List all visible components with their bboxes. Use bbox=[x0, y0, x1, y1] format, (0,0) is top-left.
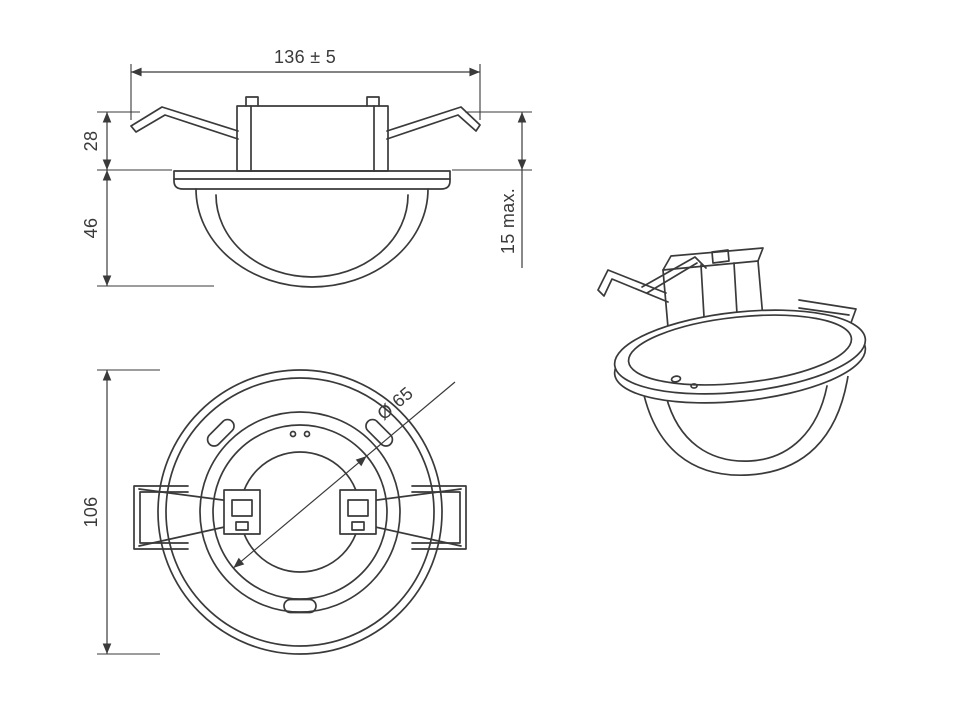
mounting-slot-upper-right bbox=[365, 418, 394, 447]
side-elevation-view: 136 ± 5 28 46 15 max. bbox=[81, 47, 532, 288]
right-latch bbox=[339, 489, 377, 535]
perspective-flange-inner-rim bbox=[627, 314, 853, 386]
housing-top-tabs bbox=[245, 96, 380, 107]
dim-lens-leader bbox=[366, 381, 456, 457]
left-spring-clip-plan bbox=[133, 485, 189, 550]
sensor-dome-outline bbox=[195, 188, 429, 288]
sensor-housing-body bbox=[236, 105, 389, 172]
flange-inner-rim-circle bbox=[165, 377, 435, 647]
perspective-indicator-left bbox=[670, 375, 682, 383]
mounting-flange bbox=[173, 170, 451, 190]
mounting-slot-upper-left bbox=[206, 418, 235, 447]
perspective-top-tab bbox=[711, 249, 730, 264]
dim-ceiling-thickness-label: 15 max. bbox=[498, 188, 518, 254]
perspective-indicator-right bbox=[690, 383, 698, 389]
right-spring-clip bbox=[386, 106, 481, 140]
perspective-dome-seam bbox=[665, 385, 828, 462]
dim-overall-width-label: 136 ± 5 bbox=[274, 47, 336, 67]
perspective-flange-top bbox=[613, 309, 867, 395]
flange-outer-circle bbox=[157, 369, 443, 655]
perspective-fold-arm bbox=[641, 256, 707, 294]
indicator-mark-right bbox=[303, 430, 311, 438]
left-latch bbox=[223, 489, 261, 535]
sensor-dome-seam bbox=[215, 194, 409, 278]
bottom-plan-view: 106 Ø 65 bbox=[81, 369, 467, 655]
housing-panel-lines bbox=[250, 105, 375, 172]
indicator-mark-left bbox=[289, 430, 297, 438]
mounting-slot-bottom bbox=[283, 598, 317, 614]
left-spring-clip bbox=[130, 106, 239, 140]
dim-dome-height-label: 46 bbox=[81, 218, 101, 239]
perspective-view bbox=[597, 247, 867, 476]
dim-flange-diameter-label: 106 bbox=[81, 497, 101, 528]
right-spring-clip-plan bbox=[411, 485, 467, 550]
dim-recess-depth-label: 28 bbox=[81, 131, 101, 152]
dim-lens-line bbox=[233, 455, 367, 569]
